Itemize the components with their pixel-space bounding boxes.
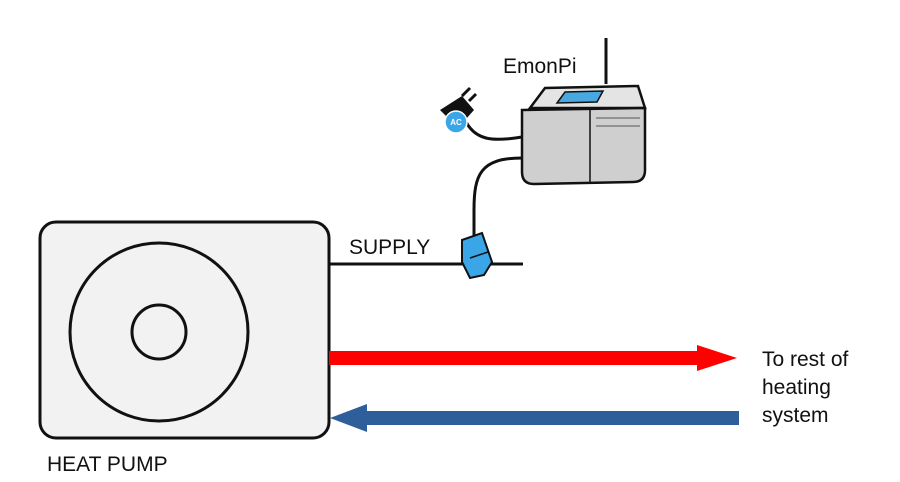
heat-pump-label: HEAT PUMP xyxy=(47,453,168,476)
supply-label: SUPPLY xyxy=(349,236,430,259)
ct-clamp-icon xyxy=(461,231,494,280)
ac-adapter-label: AC xyxy=(450,118,462,127)
emonpi-device-icon xyxy=(520,38,647,186)
ct-cable xyxy=(472,156,523,240)
destination-label-line1: To rest of xyxy=(762,348,849,371)
ac-adapter-icon: AC xyxy=(440,86,478,134)
emonpi-label: EmonPi xyxy=(503,55,577,78)
destination-label-line3: system xyxy=(762,404,829,427)
return-pipe-arrow xyxy=(330,404,739,432)
power-cable xyxy=(464,121,523,141)
heat-pump-unit xyxy=(38,220,331,440)
destination-label-line2: heating xyxy=(762,376,831,399)
fan-icon xyxy=(68,241,250,423)
flow-pipe-arrow xyxy=(329,345,737,371)
emonpi-screen xyxy=(555,90,605,104)
